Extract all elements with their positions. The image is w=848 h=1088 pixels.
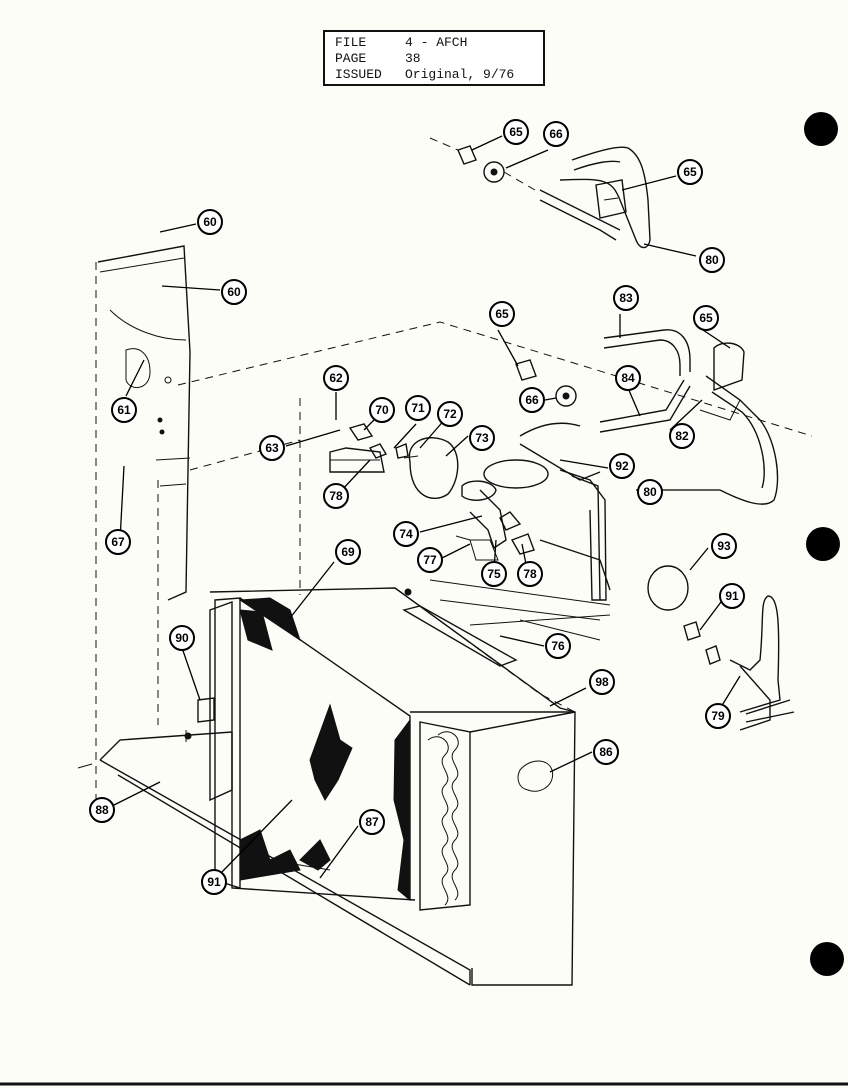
- callout-label: 92: [615, 459, 629, 473]
- callout-label: 90: [175, 631, 189, 645]
- callout-86: 86: [593, 739, 619, 765]
- callout-60-panel: 60: [221, 279, 247, 305]
- callout-65-top-right: 65: [677, 159, 703, 185]
- file-value: 4 - AFCH: [405, 35, 468, 50]
- callout-label: 83: [619, 291, 633, 305]
- callout-label: 62: [329, 371, 343, 385]
- callout-74: 74: [393, 521, 419, 547]
- callout-66-top: 66: [543, 121, 569, 147]
- callout-77: 77: [417, 547, 443, 573]
- callout-label: 75: [487, 567, 501, 581]
- callout-73: 73: [469, 425, 495, 451]
- callout-label: 77: [423, 553, 437, 567]
- binder-hole-bottom: [810, 942, 844, 976]
- callout-label: 87: [365, 815, 379, 829]
- callout-label: 79: [711, 709, 725, 723]
- callout-label: 65: [509, 125, 523, 139]
- callout-62: 62: [323, 365, 349, 391]
- callout-label: 60: [203, 215, 217, 229]
- side-panel: [95, 245, 191, 812]
- page-label: PAGE: [335, 51, 367, 66]
- callout-69: 69: [335, 539, 361, 565]
- callout-91-left: 91: [201, 869, 227, 895]
- condenser-coil: [419, 711, 576, 911]
- callout-84: 84: [615, 365, 641, 391]
- callout-76: 76: [545, 633, 571, 659]
- callout-label: 73: [475, 431, 489, 445]
- callout-label: 61: [117, 403, 131, 417]
- callout-label: 88: [95, 803, 109, 817]
- file-info-box: FILE 4 - AFCH PAGE 38 ISSUED Original, 9/76: [323, 30, 545, 86]
- callout-79: 79: [705, 703, 731, 729]
- callout-label: 91: [725, 589, 739, 603]
- callout-label: 66: [549, 127, 563, 141]
- callout-78-left: 78: [323, 483, 349, 509]
- callout-label: 93: [717, 539, 731, 553]
- callout-82: 82: [669, 423, 695, 449]
- callout-67: 67: [105, 529, 131, 555]
- compressor-assembly: [329, 423, 611, 601]
- refrigerant-tubing: [515, 329, 779, 505]
- callout-label: 80: [705, 253, 719, 267]
- callout-75: 75: [481, 561, 507, 587]
- callout-label: 63: [265, 441, 279, 455]
- callout-label: 82: [675, 429, 689, 443]
- callout-65-middle: 65: [489, 301, 515, 327]
- callout-93: 93: [711, 533, 737, 559]
- callout-65-right: 65: [693, 305, 719, 331]
- callout-label: 86: [599, 745, 613, 759]
- mounting-plate: [402, 579, 611, 667]
- callout-label: 66: [525, 393, 539, 407]
- callout-65-top: 65: [503, 119, 529, 145]
- issued-label: ISSUED: [335, 67, 382, 82]
- callout-label: 78: [523, 567, 537, 581]
- file-label: FILE: [335, 35, 367, 50]
- callout-98: 98: [589, 669, 615, 695]
- callout-63: 63: [259, 435, 285, 461]
- issued-value: Original, 9/76: [405, 67, 515, 82]
- callout-label: 80: [643, 485, 657, 499]
- callout-label: 84: [621, 371, 635, 385]
- callout-91-right: 91: [719, 583, 745, 609]
- callout-label: 98: [595, 675, 609, 689]
- shroud-bracket: [197, 601, 233, 802]
- callout-60-screw: 60: [197, 209, 223, 235]
- evaporator-coil: [214, 597, 411, 902]
- callout-label: 65: [683, 165, 697, 179]
- callout-label: 65: [699, 311, 713, 325]
- callout-label: 76: [551, 639, 565, 653]
- callout-92: 92: [609, 453, 635, 479]
- binder-hole-middle: [806, 527, 840, 561]
- callout-83-tube: 83: [613, 285, 639, 311]
- page-value: 38: [405, 51, 421, 66]
- callout-label: 74: [399, 527, 413, 541]
- side-tubing-assembly: [647, 565, 795, 731]
- callout-88: 88: [89, 797, 115, 823]
- callout-label: 78: [329, 489, 343, 503]
- callout-label: 91: [207, 875, 221, 889]
- callout-66-middle: 66: [519, 387, 545, 413]
- callout-label: 69: [341, 545, 355, 559]
- callout-label: 71: [411, 401, 425, 415]
- callout-87: 87: [359, 809, 385, 835]
- callout-72: 72: [437, 401, 463, 427]
- callout-label: 60: [227, 285, 241, 299]
- tubing-assembly-top: [429, 137, 651, 249]
- callout-label: 72: [443, 407, 457, 421]
- callout-label: 65: [495, 307, 509, 321]
- callout-70: 70: [369, 397, 395, 423]
- callout-71: 71: [405, 395, 431, 421]
- binder-hole-top: [804, 112, 838, 146]
- callout-label: 67: [111, 535, 125, 549]
- callout-label: 70: [375, 403, 389, 417]
- callout-80-middle: 80: [637, 479, 663, 505]
- callout-80-top: 80: [699, 247, 725, 273]
- callout-90: 90: [169, 625, 195, 651]
- callout-61: 61: [111, 397, 137, 423]
- callout-78-right: 78: [517, 561, 543, 587]
